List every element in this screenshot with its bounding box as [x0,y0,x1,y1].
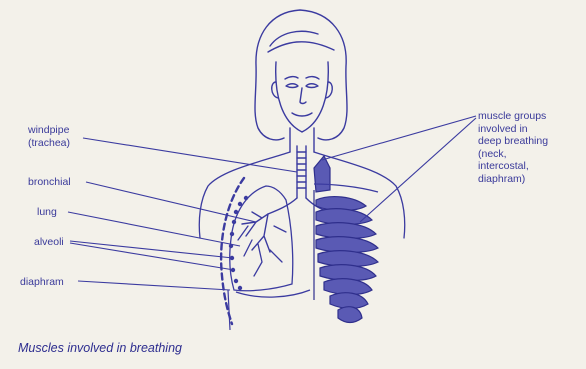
label-muscle-line5: intercostal, [478,160,548,173]
leader-muscle-ribs [360,118,476,222]
left-shoulder [199,152,290,238]
head-figure [255,10,347,152]
label-diaphram: diaphram [20,276,64,289]
label-windpipe-line1: windpipe [28,124,70,137]
torso-outline [199,152,404,238]
left-eye [286,84,298,88]
trachea [297,146,306,198]
label-windpipe-line2: (trachea) [28,137,70,150]
leader-diaphram [78,281,230,290]
face-outline [276,62,329,132]
rib-4 [316,237,378,253]
label-bronchial: bronchial [28,176,71,189]
nose [300,88,306,104]
left-bronchus [268,198,297,214]
figure-caption: Muscles involved in breathing [18,341,182,355]
label-muscle-line2: involved in [478,123,548,136]
leader-bronchial [86,182,256,222]
leader-lung [68,212,240,246]
label-muscle-groups: muscle groups involved in deep breathing… [478,110,548,185]
bronchial-branches [242,212,270,252]
leader-lines [68,116,476,290]
right-eye [306,84,318,88]
rib-5 [318,251,378,267]
label-lung: lung [37,206,57,219]
leader-windpipe [83,138,297,172]
hair-fringe [268,31,334,52]
right-brow [306,77,319,79]
hair-outline [255,10,347,140]
label-windpipe: windpipe (trachea) [28,124,70,149]
leader-alveoli-2 [70,243,234,270]
diaphragm-dashed [221,178,244,324]
upper-chest-muscle [314,156,330,192]
rib-2 [316,209,372,225]
rib-7 [324,279,372,295]
mouth [292,113,312,116]
label-muscle-line1: muscle groups [478,110,548,123]
label-muscle-line3: deep breathing [478,135,548,148]
leader-alveoli-1 [70,241,233,258]
alveoli-dots [229,196,248,290]
label-muscle-line4: (neck, [478,148,548,161]
label-alveoli: alveoli [34,236,64,249]
rib-9 [338,307,362,323]
label-muscle-line6: diaphram) [478,173,548,186]
rib-6 [320,265,376,281]
rib-3 [316,223,376,239]
left-lung-veins [238,226,286,276]
trachea-rings [297,152,306,188]
left-brow [285,77,298,79]
right-ribcage [314,156,378,323]
